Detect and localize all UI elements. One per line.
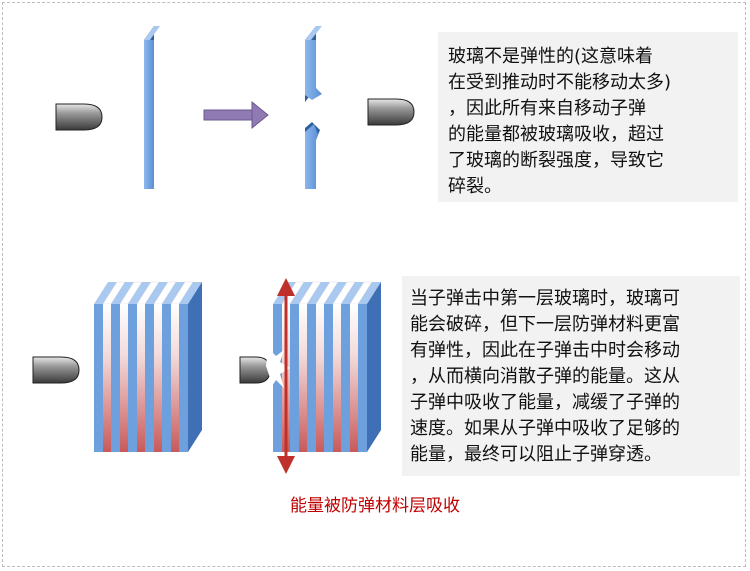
- bulletproof-layers-impacted: [273, 281, 381, 452]
- bullet-icon: [367, 98, 415, 126]
- glass-pane-intact: [144, 26, 160, 189]
- bullet-icon: [32, 356, 80, 384]
- energy-caption: 能量被防弹材料层吸收: [290, 496, 460, 516]
- glass-pane-shattered: [305, 26, 322, 189]
- right-arrow-icon: [203, 100, 269, 130]
- explanation-layers: 当子弹击中第一层玻璃时，玻璃可 能会破碎，但下一层防弹材料更富 有弹性，因此在子…: [402, 276, 740, 476]
- bulletproof-layers: [94, 281, 202, 452]
- bullet-icon: [55, 103, 103, 131]
- explanation-glass: 玻璃不是弹性的(这意味着 在受到推动时不能移动太多) ，因此所有来自移动子弹 的…: [438, 32, 738, 202]
